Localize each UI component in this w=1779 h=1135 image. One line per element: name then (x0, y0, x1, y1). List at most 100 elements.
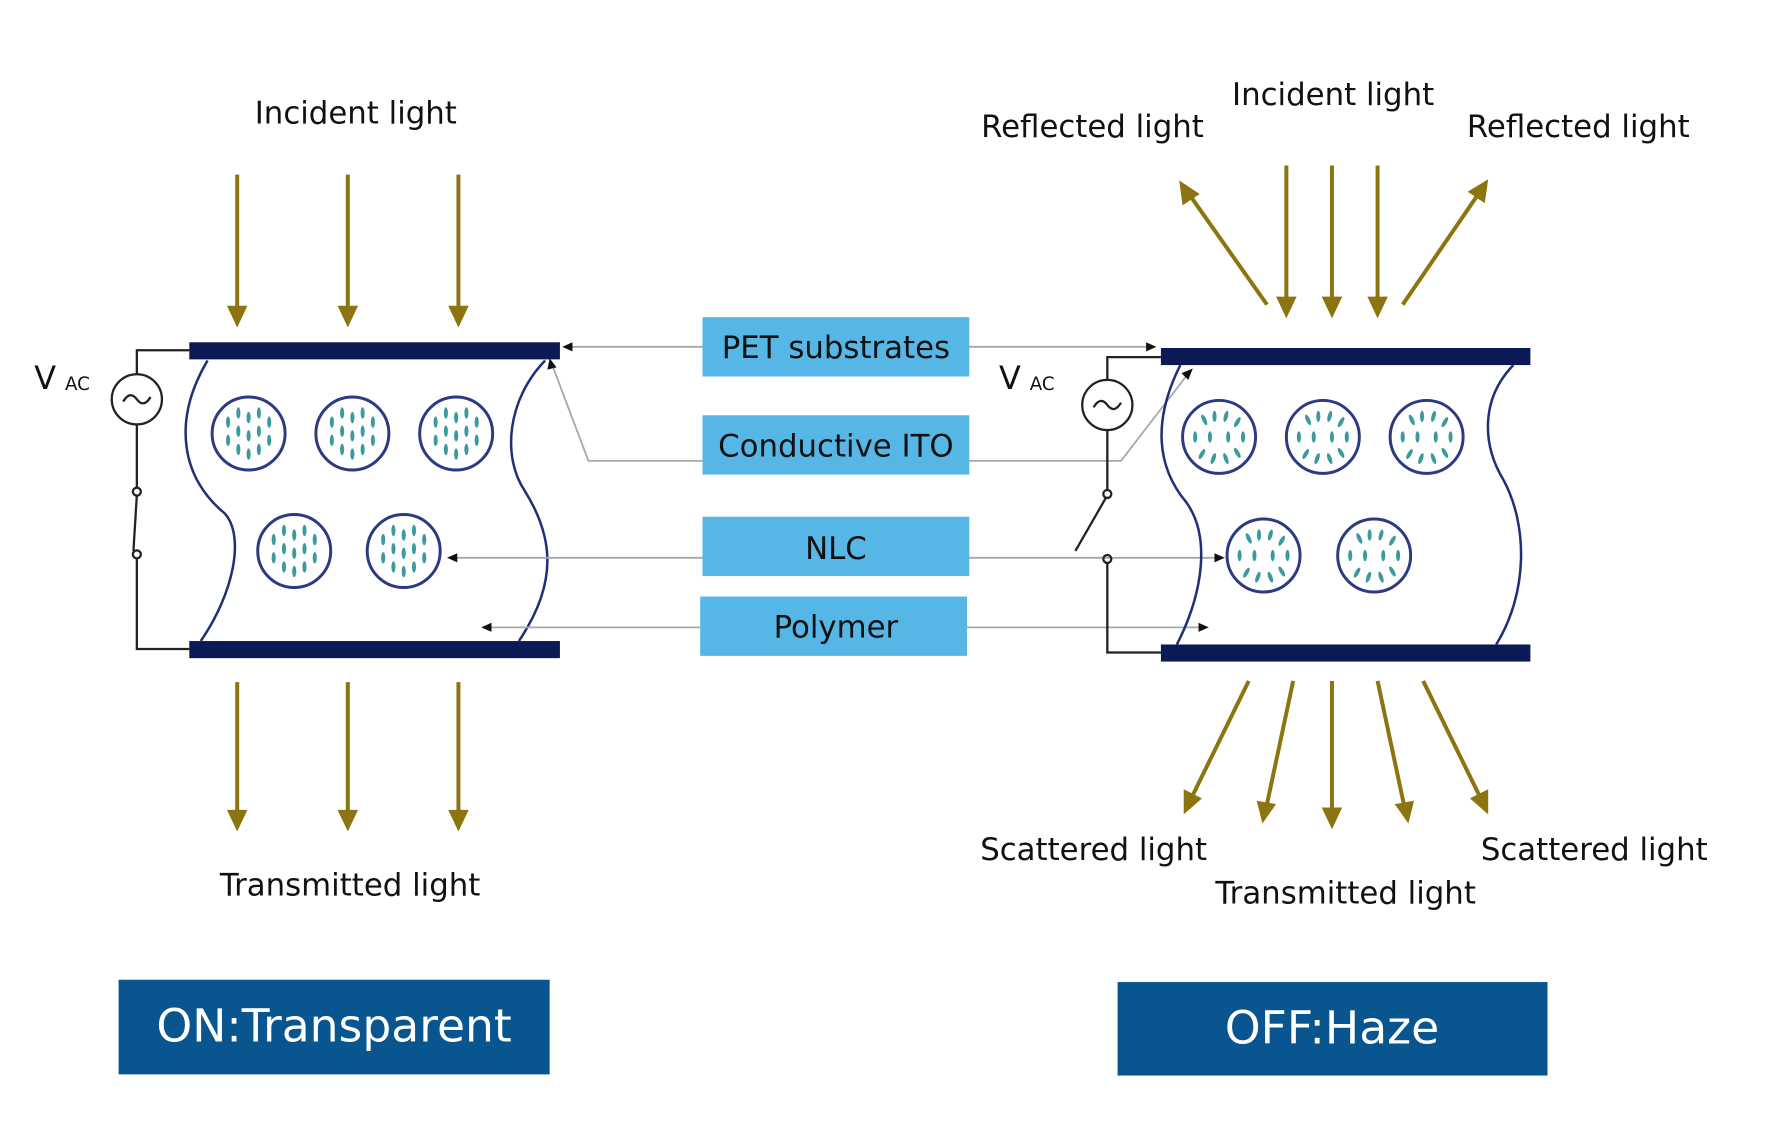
lc-molecule (281, 524, 287, 537)
lc-molecule (236, 425, 241, 437)
lc-molecule (1433, 431, 1438, 443)
left-vac-subscript: AC (65, 374, 90, 395)
lc-molecule (391, 542, 396, 555)
lc-molecule (350, 411, 355, 424)
lc-molecule (1400, 431, 1405, 443)
top-pet-substrate (1160, 347, 1531, 366)
lc-molecule (1408, 414, 1415, 426)
lc-molecule (1256, 529, 1262, 541)
lc-molecule (226, 434, 231, 447)
off-haze-label: OFF:Haze (1225, 1002, 1439, 1055)
scattered-arrow-icon (1183, 680, 1251, 815)
lc-molecule (370, 434, 375, 447)
lc-molecule (411, 561, 417, 573)
lc-molecule (464, 443, 469, 456)
left-transmitted-arrows (226, 682, 469, 832)
lc-molecule (370, 416, 375, 428)
lc-molecule (464, 425, 469, 437)
polymer-label: Polymer (774, 610, 899, 646)
lc-droplet (1181, 398, 1258, 475)
lc-molecule (292, 565, 297, 578)
left-panel: Incident light (34, 95, 560, 1075)
lc-molecule (340, 425, 345, 437)
lc-molecule (422, 552, 427, 564)
scattered-arrow-icon (1421, 680, 1489, 815)
left-polymer-wall (184, 359, 237, 642)
incident-arrow-icon (1276, 165, 1297, 319)
lc-molecule (401, 547, 406, 559)
lc-molecule (1362, 549, 1368, 562)
lc-molecule (1226, 431, 1231, 443)
lc-molecule (391, 524, 396, 537)
lc-molecule (292, 547, 297, 559)
lc-molecule (1327, 410, 1333, 422)
lc-droplet (1336, 517, 1413, 594)
lc-molecule (1389, 535, 1396, 546)
lc-molecule (1389, 566, 1396, 577)
lc-molecule (1381, 549, 1386, 562)
incident-arrow-icon (1367, 165, 1388, 319)
scattered-arrow-icon (1375, 680, 1415, 824)
lc-droplet (1388, 398, 1465, 475)
left-lc-droplets (210, 395, 495, 589)
lc-molecule (1430, 410, 1436, 422)
lc-molecule (1337, 417, 1345, 428)
lc-molecule (1337, 447, 1345, 458)
lc-molecule (401, 529, 406, 541)
reflected-light-left-label: Reflected light (981, 109, 1204, 145)
on-transparent-label: ON:Transparent (156, 999, 511, 1052)
lc-droplet (210, 395, 287, 472)
left-vac-label: V (34, 359, 56, 397)
lc-molecule (454, 448, 459, 460)
material-legend: PET substrates Conductive ITO NLC Polyme… (447, 317, 1225, 656)
lc-molecule (1252, 549, 1257, 562)
lc-molecule (401, 565, 406, 578)
lc-molecule (350, 448, 355, 460)
transmitted-arrow-icon (226, 682, 248, 832)
lc-molecule (1212, 410, 1217, 423)
lc-molecule (1316, 410, 1321, 423)
incident-arrow-icon (1321, 165, 1343, 319)
pet-substrates-label: PET substrates (722, 330, 950, 366)
lc-molecule (281, 561, 287, 573)
lc-molecule (1311, 431, 1316, 443)
lc-molecule (411, 524, 417, 537)
left-transmitted-light-label: Transmitted light (219, 867, 481, 903)
lc-molecule (246, 448, 251, 460)
lc-molecule (1255, 571, 1261, 583)
lc-molecule (267, 416, 272, 428)
lc-molecule (340, 407, 345, 419)
material-conductive-ito: Conductive ITO (702, 415, 970, 475)
lc-molecule (1406, 448, 1413, 460)
lc-molecule (411, 542, 417, 555)
lc-molecule (1418, 453, 1424, 464)
lc-molecule (1201, 414, 1208, 426)
nlc-label: NLC (805, 531, 867, 567)
lc-molecule (226, 416, 231, 428)
lc-molecule (1441, 447, 1449, 458)
lc-molecule (381, 533, 386, 546)
lc-molecule (1223, 410, 1229, 422)
lc-molecule (267, 434, 272, 447)
lc-droplet (418, 395, 495, 472)
lc-molecule (256, 443, 261, 456)
reflected-arrows (1179, 179, 1489, 306)
lc-molecule (271, 552, 276, 564)
lc-droplet (314, 395, 391, 472)
lc-molecule (256, 407, 261, 419)
lc-molecule (1353, 567, 1361, 578)
transmitted-arrow-icon (337, 682, 359, 832)
lc-molecule (433, 434, 438, 447)
right-transmitted-light-label: Transmitted light (1214, 875, 1476, 911)
lc-molecule (1365, 571, 1372, 583)
lc-molecule (1329, 431, 1335, 443)
lc-molecule (1237, 549, 1242, 562)
lc-molecule (360, 425, 365, 437)
incident-arrow-icon (337, 174, 359, 328)
transmitted-arrow-icon (448, 682, 469, 832)
lc-molecule (443, 407, 448, 419)
lc-molecule (256, 425, 261, 437)
lc-molecule (1396, 549, 1401, 562)
lc-molecule (1302, 448, 1310, 460)
lc-droplet (1284, 398, 1361, 475)
